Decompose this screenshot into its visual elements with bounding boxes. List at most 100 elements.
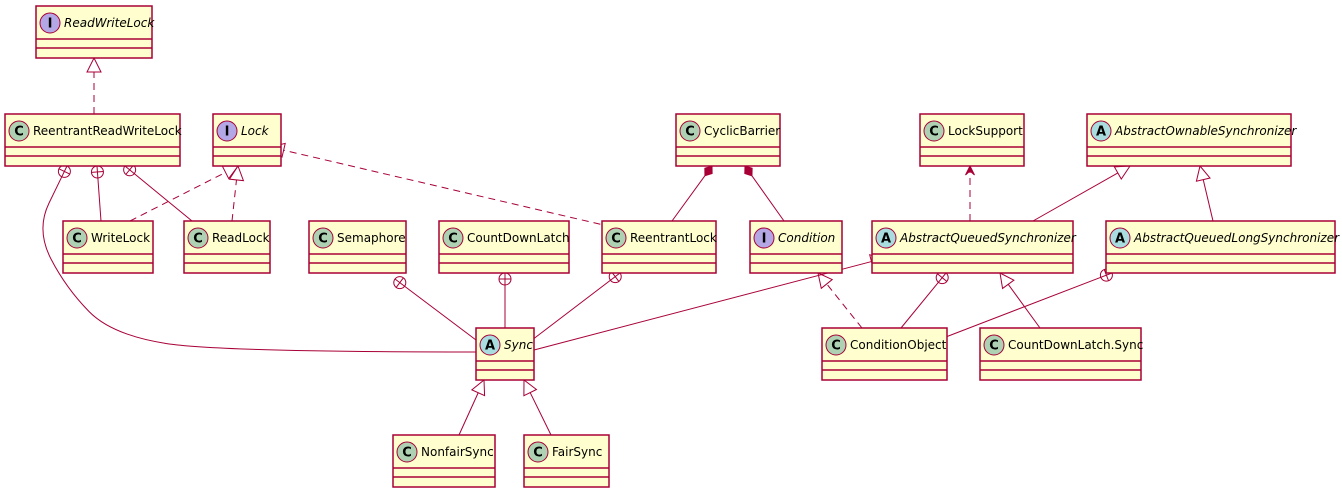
class-read-lock[interactable]: C ReadLock — [183, 220, 271, 274]
abstract-badge-icon — [1109, 227, 1131, 249]
relation-sync-to-reentrant-read-write-lock-nested — [42, 164, 477, 353]
class-name: AbstractQueuedSynchronizer — [899, 231, 1077, 245]
class-badge-icon — [983, 334, 1005, 356]
relation-line — [458, 392, 479, 436]
class-box — [438, 220, 570, 274]
relation-line — [529, 392, 552, 436]
class-name: Lock — [241, 124, 270, 138]
class-condition-object[interactable]: C ConditionObject — [821, 327, 948, 381]
class-fair-sync[interactable]: C FairSync — [523, 434, 610, 488]
class-badge-icon — [923, 120, 945, 142]
relation-line — [1202, 179, 1214, 222]
badge-letter: C — [831, 339, 841, 354]
interface-badge-icon — [753, 227, 775, 249]
relation-abstract-queued-synchronizer-to-lock-support-dependency — [965, 164, 975, 221]
badge-letter: C — [533, 446, 543, 461]
relation-line — [1007, 284, 1041, 329]
relation-line — [404, 285, 477, 341]
class-name: CountDownLatch — [467, 231, 570, 245]
composition-diamond — [744, 165, 753, 177]
class-name: Condition — [778, 231, 835, 245]
relation-count-down-latch-sync-to-abstract-queued-synchronizer-extension — [999, 272, 1041, 329]
interface-badge-icon — [39, 12, 61, 34]
relation-line — [900, 281, 939, 329]
relation-line — [129, 171, 226, 222]
class-lock[interactable]: I Lock — [212, 113, 282, 167]
relation-write-lock-to-lock-realization — [129, 165, 239, 222]
class-name: Sync — [504, 338, 533, 352]
badge-letter: A — [485, 339, 495, 354]
relation-line — [97, 177, 102, 222]
class-box — [871, 220, 1074, 274]
relation-sync-to-reentrant-lock-nested — [531, 270, 622, 341]
class-badge-icon — [605, 227, 627, 249]
class-badge-icon — [66, 227, 88, 249]
class-name: ReadLock — [212, 231, 270, 245]
class-name: ConditionObject — [850, 338, 947, 352]
badge-letter: A — [1096, 125, 1106, 140]
class-badge-icon — [187, 227, 209, 249]
class-name: CountDownLatch.Sync — [1008, 338, 1143, 352]
class-badge-icon — [679, 120, 701, 142]
relation-line — [671, 175, 706, 222]
nested-marker-cross — [938, 272, 947, 283]
relation-write-lock-to-reentrant-read-write-lock-nested — [90, 165, 104, 222]
class-abstract-queued-long-synchronizer[interactable]: A AbstractQueuedLongSynchronizer — [1105, 220, 1340, 274]
class-nonfair-sync[interactable]: C NonfairSync — [392, 434, 496, 488]
class-box — [821, 327, 948, 381]
class-name: ReentrantReadWriteLock — [33, 124, 182, 138]
nested-marker-cross — [610, 272, 621, 281]
relation-sync-to-count-down-latch-nested — [498, 272, 512, 328]
badge-letter: A — [1115, 232, 1125, 247]
class-badge-icon — [312, 227, 334, 249]
class-box — [979, 327, 1142, 381]
relation-line — [133, 173, 193, 222]
inheritance-arrowhead — [86, 56, 102, 73]
nested-marker-cross — [61, 165, 68, 178]
class-name: FairSync — [552, 445, 602, 459]
inheritance-arrowhead — [999, 272, 1015, 290]
interface-badge-icon — [216, 120, 238, 142]
relation-line — [751, 175, 785, 222]
badge-letter: C — [402, 446, 412, 461]
class-count-down-latch-sync[interactable]: C CountDownLatch.Sync — [979, 327, 1143, 381]
abstract-badge-icon — [1090, 120, 1112, 142]
inheritance-arrowhead — [1195, 164, 1211, 182]
relation-line — [533, 261, 872, 351]
nested-marker-cross — [96, 165, 99, 179]
class-badge-icon — [527, 441, 549, 463]
badge-letter: I — [225, 125, 230, 140]
relation-line — [42, 176, 477, 353]
relation-line — [531, 279, 611, 341]
class-name: NonfairSync — [421, 445, 494, 459]
badge-letter: C — [193, 232, 203, 247]
relation-line — [937, 276, 1101, 341]
badge-letter: C — [685, 125, 695, 140]
relation-line — [826, 283, 863, 329]
class-badge-icon — [396, 441, 418, 463]
badge-letter: C — [611, 232, 621, 247]
class-badge-icon — [442, 227, 464, 249]
badge-letter: C — [989, 339, 999, 354]
relation-line — [283, 149, 613, 228]
class-sync[interactable]: A Sync — [475, 327, 535, 381]
relation-abstract-queued-long-synchronizer-to-abstract-ownable-synchronizer-extension — [1195, 164, 1214, 222]
class-name: AbstractQueuedLongSynchronizer — [1133, 231, 1340, 245]
relation-condition-to-cyclic-barrier-composition — [744, 165, 785, 222]
relation-abstract-queued-synchronizer-to-abstract-ownable-synchronizer-extension — [1032, 165, 1131, 222]
relation-reentrant-lock-to-lock-realization — [268, 142, 613, 228]
badge-letter: I — [48, 17, 53, 32]
